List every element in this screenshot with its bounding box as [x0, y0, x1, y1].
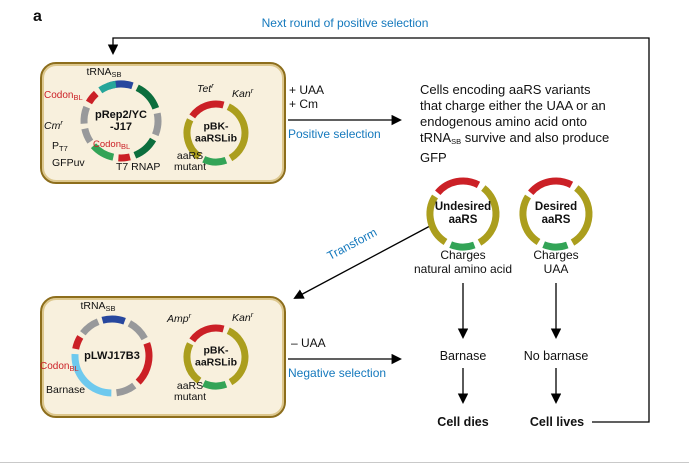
positive-selection-label: Positive selection [288, 127, 381, 141]
cell-dies-label: Cell dies [437, 415, 489, 429]
tet-resistance-label: Tetr [197, 81, 214, 95]
charges-natural-line1: Charges [440, 248, 486, 262]
charges-uaa-line2: UAA [543, 261, 569, 276]
plus-uaa-label: + UAA [289, 83, 325, 97]
plus-cm-label: + Cm [289, 97, 319, 111]
cm-resistance-label: Cmr [44, 118, 63, 132]
pbk-name-line1: pBK- [203, 120, 229, 133]
pbk-plasmid-name-top: pBK- aaRSLib [194, 120, 238, 145]
undesired-line1: Undesired [434, 201, 492, 213]
aars-mutant-bottom-line2: mutant [173, 391, 207, 403]
minus-uaa-label: – UAA [291, 336, 326, 350]
panel-label: a [33, 8, 42, 25]
plasmid-ring-segment [435, 177, 481, 196]
trna-sb-label-top: tRNASB [86, 66, 122, 79]
barnase-gene-label: Barnase [46, 384, 86, 396]
plwj17b3-plasmid-name: pLWJ17B3 [84, 350, 140, 362]
desired-line1: Desired [534, 201, 578, 213]
gfpuv-label: GFPuv [52, 157, 85, 169]
pbk-bottom-name-line1: pBK- [203, 344, 229, 357]
undesired-aars-name: Undesired aaRS [435, 201, 491, 227]
codon-bl-label-1: CodonBL [44, 90, 83, 102]
kan-resistance-label-top: Kanr [232, 86, 254, 100]
charges-natural-line2: natural amino acid [413, 261, 513, 276]
pbk-plasmid-name-bottom: pBK- aaRSLib [194, 344, 238, 369]
barnase-outcome-label: Barnase [439, 349, 487, 363]
aars-mutant-line2: mutant [173, 161, 207, 173]
aars-mutant-label-bottom: aaRS mutant [174, 381, 206, 403]
charges-uaa-caption: Charges UAA [533, 248, 579, 276]
description-line3: endogenous amino acid onto [420, 114, 587, 129]
description-line5: GFP [420, 150, 447, 165]
transform-label: Transform [324, 225, 380, 263]
prep2-name-line1: pRep2/YC [95, 109, 147, 121]
charges-natural-caption: Charges natural amino acid [413, 248, 513, 276]
desired-line2: aaRS [541, 214, 571, 226]
pbk-name-line2: aaRSLib [194, 132, 238, 144]
charges-uaa-line1: Charges [533, 248, 579, 262]
plasmid-ring-segment [542, 241, 569, 251]
aars-mutant-label-top: aaRS mutant [174, 151, 206, 173]
description-line1: Cells encoding aaRS variants [420, 82, 591, 97]
loop-label: Next round of positive selection [261, 16, 429, 30]
prep2-name-line2: -J17 [109, 121, 133, 133]
amp-resistance-label: Ampr [167, 311, 192, 325]
description-line4: tRNASB survive and also produce [420, 130, 610, 146]
kan-resistance-label-bottom: Kanr [232, 310, 254, 324]
plasmid-ring-segment [449, 241, 476, 251]
pt7-promoter-label: PT7 [52, 140, 68, 153]
description-line2: that charge either the UAA or an [420, 98, 606, 113]
desired-aars-name: Desired aaRS [535, 201, 577, 227]
undesired-line2: aaRS [448, 214, 478, 226]
negative-selection-label: Negative selection [288, 366, 387, 380]
t7-rnap-label: T7 RNAP [116, 161, 161, 173]
pbk-bottom-name-line2: aaRSLib [194, 356, 238, 368]
codon-bl-label-2: CodonBL [93, 139, 131, 151]
no-barnase-outcome-label: No barnase [523, 349, 589, 363]
codon-bl-label-3: CodonBL [40, 361, 79, 373]
plasmid-ring-segment [528, 177, 574, 196]
trna-sb-label-bottom: tRNASB [80, 300, 116, 313]
prep2-plasmid-name: pRep2/YC -J17 [95, 109, 147, 133]
cell-lives-label: Cell lives [529, 415, 585, 429]
selection-description: Cells encoding aaRS variants that charge… [420, 82, 609, 166]
